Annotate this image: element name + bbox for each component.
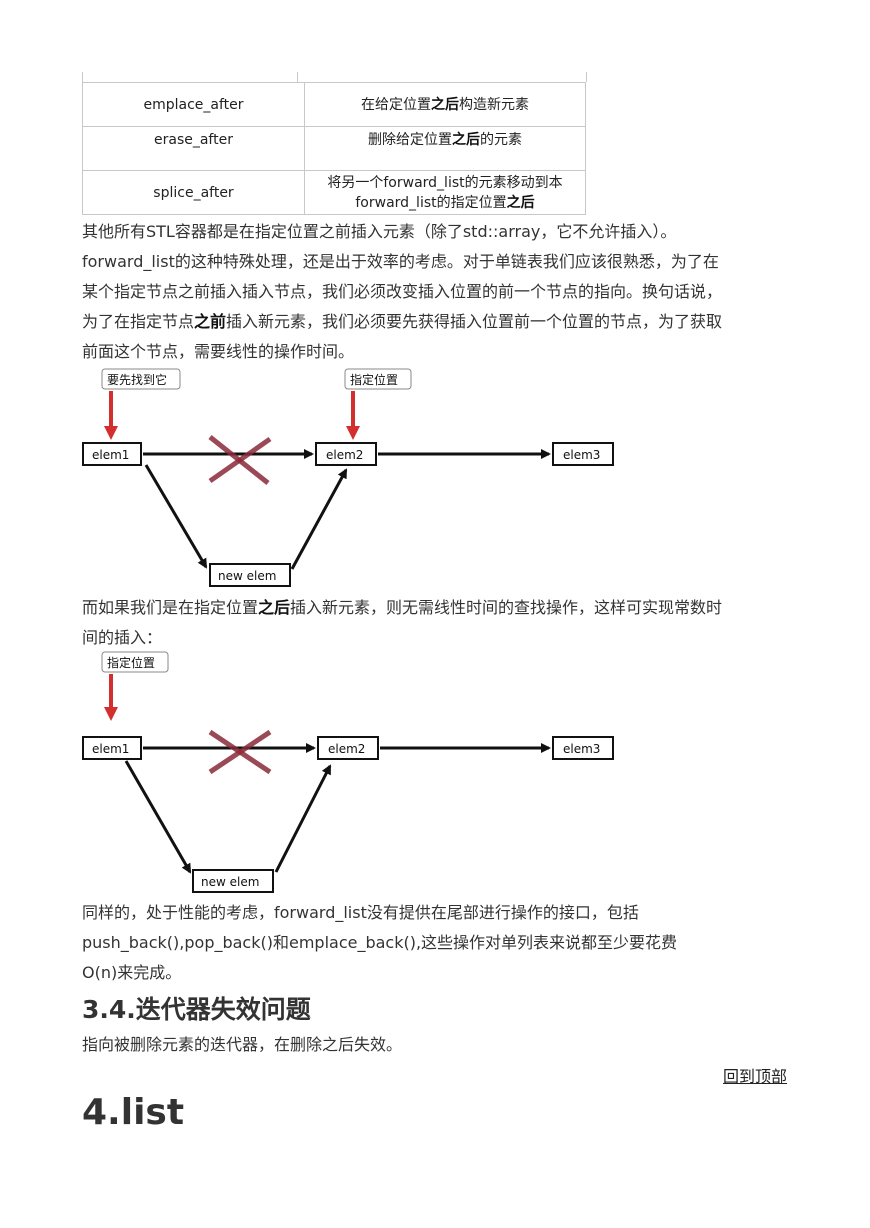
cross-mark <box>208 435 272 485</box>
node-elem2: elem2 <box>317 736 379 760</box>
back-to-top-link[interactable]: 回到顶部 <box>722 1067 787 1086</box>
node-new-elem: new elem <box>192 869 274 893</box>
link-arrow <box>274 764 332 873</box>
link-arrow <box>290 468 348 570</box>
section-heading-iterator-invalidation: 3.4.迭代器失效问题 <box>82 995 311 1024</box>
table-row: emplace_after 在给定位置之后构造新元素 <box>82 82 586 127</box>
svg-text:elem2: elem2 <box>326 448 363 462</box>
svg-text:elem1: elem1 <box>92 448 129 462</box>
svg-text:elem2: elem2 <box>328 742 365 756</box>
op-desc: 将另一个forward_list的元素移动到本 forward_list的指定位… <box>304 170 586 215</box>
svg-text:elem3: elem3 <box>563 448 600 462</box>
label-position: 指定位置 <box>101 651 169 673</box>
node-elem2: elem2 <box>315 442 377 466</box>
node-new-elem: new elem <box>209 563 291 587</box>
node-elem3: elem3 <box>552 736 614 760</box>
diagram-insert-before: 要先找到它 指定位置 elem1 elem2 elem3 new elem <box>82 368 614 587</box>
label-find-it: 要先找到它 <box>101 368 181 390</box>
forward-list-ops-table: emplace_after 在给定位置之后构造新元素 erase_after 删… <box>82 82 586 215</box>
cross-mark <box>208 729 272 775</box>
svg-text:指定位置: 指定位置 <box>350 372 398 387</box>
svg-text:new elem: new elem <box>201 875 259 889</box>
svg-text:要先找到它: 要先找到它 <box>107 372 167 387</box>
node-elem3: elem3 <box>552 442 614 466</box>
svg-text:elem3: elem3 <box>563 742 600 756</box>
label-position: 指定位置 <box>344 368 412 390</box>
op-desc: 删除给定位置之后的元素 <box>304 126 586 171</box>
svg-text:elem1: elem1 <box>92 742 129 756</box>
table-row: erase_after 删除给定位置之后的元素 <box>82 126 586 171</box>
paragraph-insert-before: 其他所有STL容器都是在指定位置之前插入元素（除了std::array，它不允许… <box>82 222 723 361</box>
node-elem1: elem1 <box>82 442 142 466</box>
op-name: erase_after <box>82 126 305 171</box>
node-elem1: elem1 <box>82 736 142 760</box>
op-desc: 在给定位置之后构造新元素 <box>304 82 586 127</box>
link-arrow <box>124 760 192 874</box>
section-heading-list: 4.list <box>82 1092 185 1133</box>
table-row: splice_after 将另一个forward_list的元素移动到本 for… <box>82 170 586 215</box>
link-arrow <box>144 464 208 569</box>
svg-text:指定位置: 指定位置 <box>107 655 155 670</box>
diagram-insert-after: 指定位置 elem1 elem2 elem3 new elem <box>82 651 614 893</box>
iterator-invalidation-text: 指向被删除元素的迭代器，在删除之后失效。 <box>82 1035 403 1054</box>
paragraph-insert-after: 而如果我们是在指定位置之后插入新元素，则无需线性时间的查找操作，这样可实现常数时… <box>82 598 723 647</box>
op-name: splice_after <box>82 170 305 215</box>
op-name: emplace_after <box>82 82 305 127</box>
paragraph-no-tail-ops: 同样的，处于性能的考虑，forward_list没有提供在尾部进行操作的接口，包… <box>82 903 678 982</box>
svg-text:new elem: new elem <box>218 569 276 583</box>
table-top-stub <box>82 72 587 82</box>
